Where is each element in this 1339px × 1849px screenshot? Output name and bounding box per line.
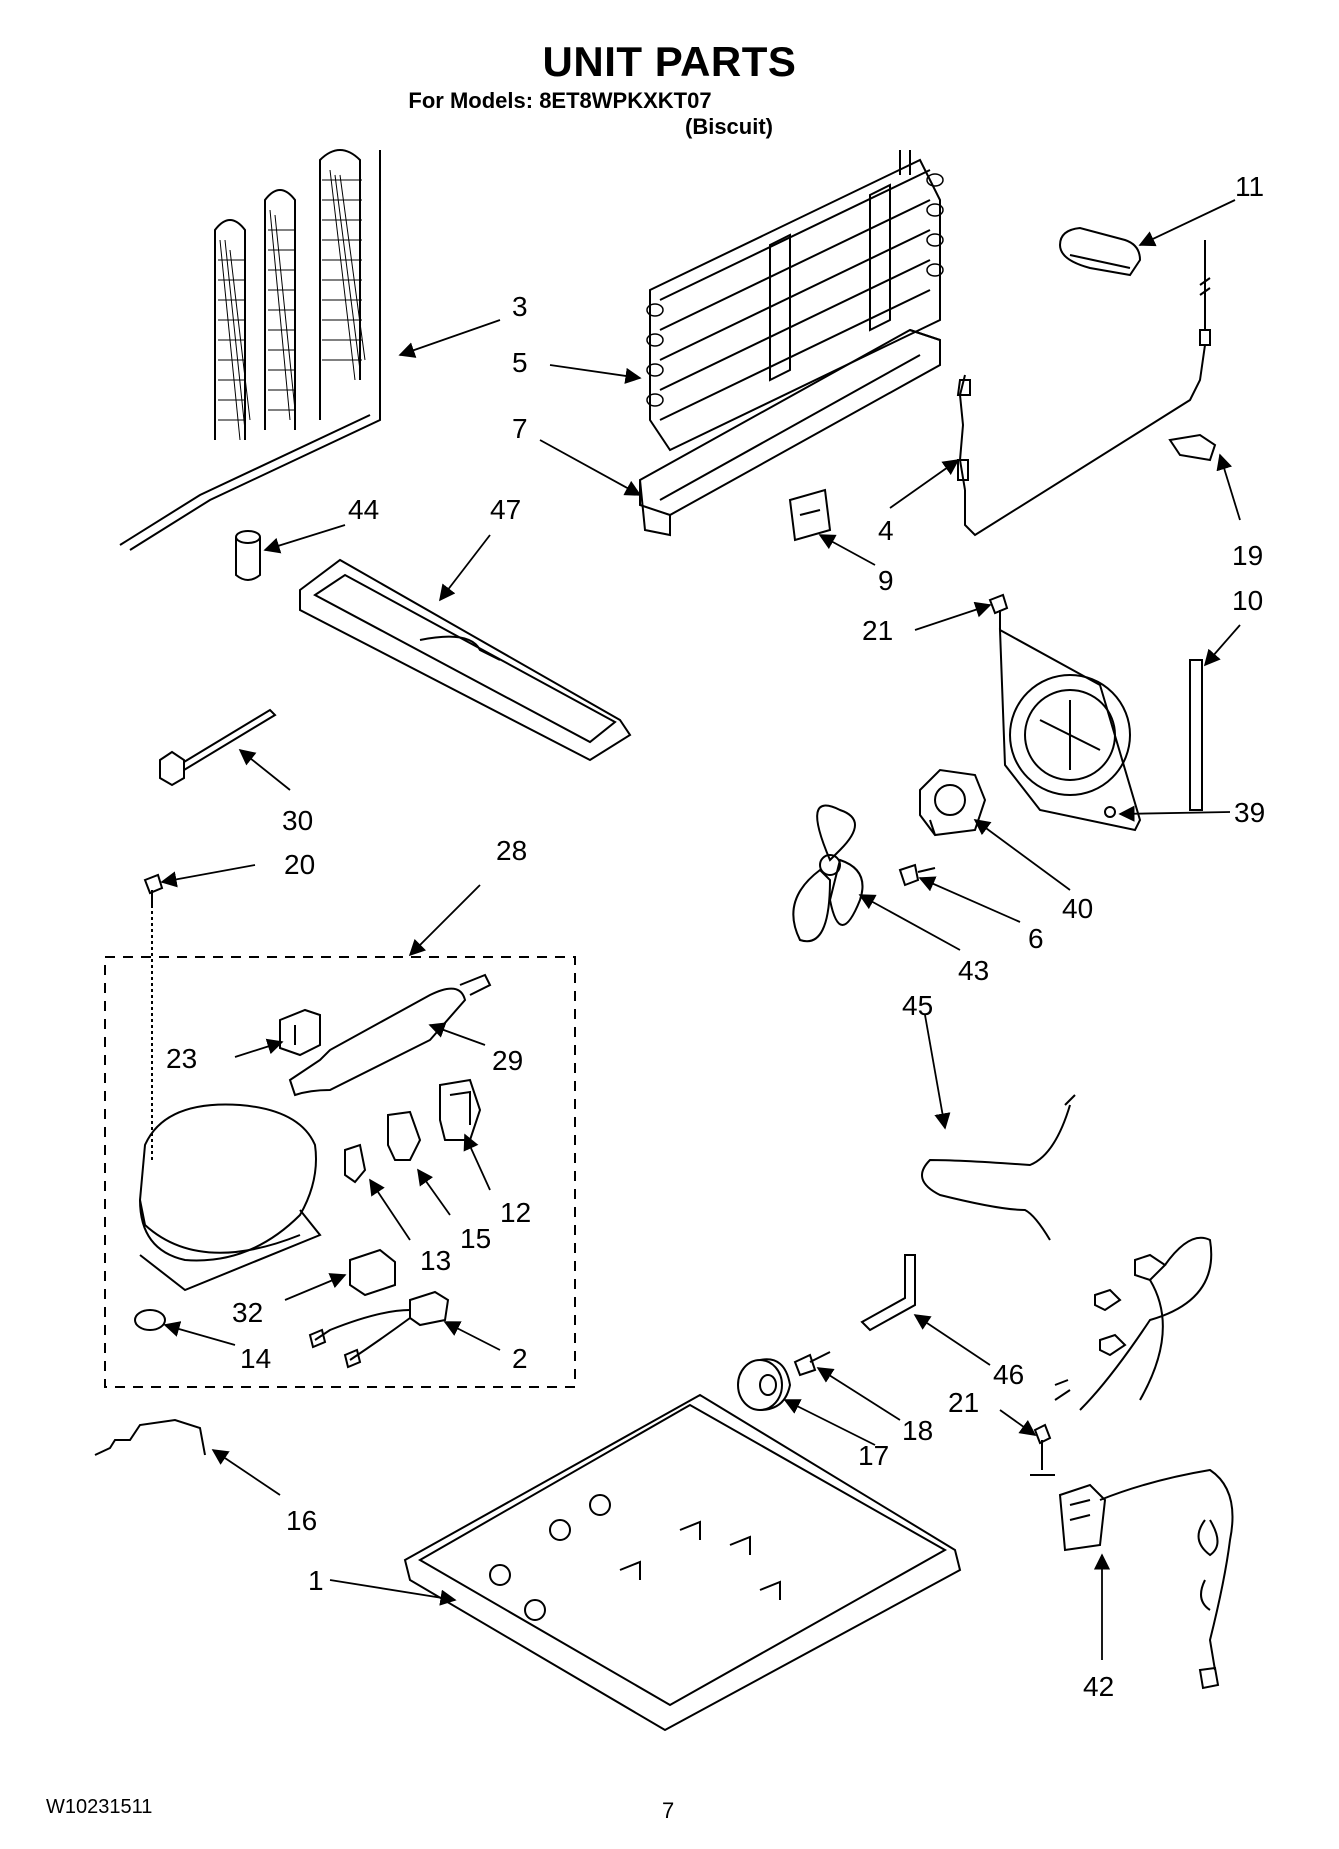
callout-17: 17 [858,1440,889,1471]
fan-blade-part [792,804,864,943]
fan-motor-part [919,768,987,837]
page-title: UNIT PARTS [542,38,797,85]
callout-32: 32 [232,1297,263,1328]
callout-23: 23 [166,1043,197,1074]
callout-2: 2 [512,1343,528,1374]
cable-tie-part [159,708,277,787]
leader-lines [160,199,1241,1660]
evaporator-part [646,150,944,452]
drain-pan-part [299,558,632,762]
fan-shroud-part [998,628,1142,832]
callout-19: 19 [1232,540,1263,571]
screw-part [898,863,936,887]
callout-20: 20 [284,849,315,880]
callout-13: 13 [420,1245,451,1276]
color-line: (Biscuit) [685,114,773,139]
gasket-strip-part [1189,659,1203,811]
document-number: W10231511 [46,1796,153,1818]
base-pan-part [403,1393,962,1732]
callout-12: 12 [500,1197,531,1228]
start-device-part [387,1110,422,1161]
probe-part [1168,240,1217,462]
callout-28: 28 [496,835,527,866]
wire-harness-part [1054,1236,1234,1690]
callout-29: 29 [492,1045,523,1076]
callout-21-bottom: 21 [948,1387,979,1418]
models-line: For Models: 8ET8WPKXKT07 [408,88,712,113]
callout-44: 44 [348,494,379,525]
callout-16: 16 [286,1505,317,1536]
callout-39: 39 [1234,797,1265,828]
callout-47: 47 [490,494,521,525]
drier-part [288,973,492,1097]
callout-11: 11 [1235,171,1264,202]
screw-part-21b [1030,1423,1055,1476]
screw-part-21a [988,593,1009,630]
callout-5: 5 [512,347,528,378]
relay-part [279,1008,321,1057]
overload-part [439,1078,482,1141]
tube-part [860,1254,916,1332]
cover-part [1058,226,1142,277]
callout-43: 43 [958,955,989,986]
callout-10: 10 [1232,585,1263,616]
callout-7: 7 [512,413,528,444]
sensor-wire-part [956,344,1206,537]
callout-numbers: 3 5 7 11 4 9 19 10 21 39 40 6 43 45 44 4… [166,171,1265,1702]
condenser-part [119,149,381,551]
drain-trough-part [639,328,941,537]
callout-18: 18 [902,1415,933,1446]
callout-42: 42 [1083,1671,1114,1702]
harness-plug-part [308,1290,450,1369]
callout-15: 15 [460,1223,491,1254]
callout-1: 1 [308,1565,324,1596]
spacer-part [235,530,261,581]
roller-part [737,1358,792,1411]
wire-part [94,1418,206,1456]
callout-6: 6 [1028,923,1044,954]
bolt-part-20 [143,873,164,1160]
page-number: 7 [662,1798,675,1823]
callout-46: 46 [993,1359,1024,1390]
callout-14: 14 [240,1343,271,1374]
compressor-part [134,1103,322,1331]
axle-bolt-part [793,1351,831,1377]
callout-40: 40 [1062,893,1093,924]
callout-3: 3 [512,291,528,322]
callout-30: 30 [282,805,313,836]
callout-9: 9 [878,565,894,596]
hose-part [921,1094,1076,1241]
callout-4: 4 [878,515,894,546]
terminal-part [344,1143,367,1184]
callout-45: 45 [902,990,933,1021]
compressor-kit-box [104,956,576,1388]
callout-21-top: 21 [862,615,893,646]
clip-part [788,488,832,542]
capacitor-part [349,1248,396,1297]
